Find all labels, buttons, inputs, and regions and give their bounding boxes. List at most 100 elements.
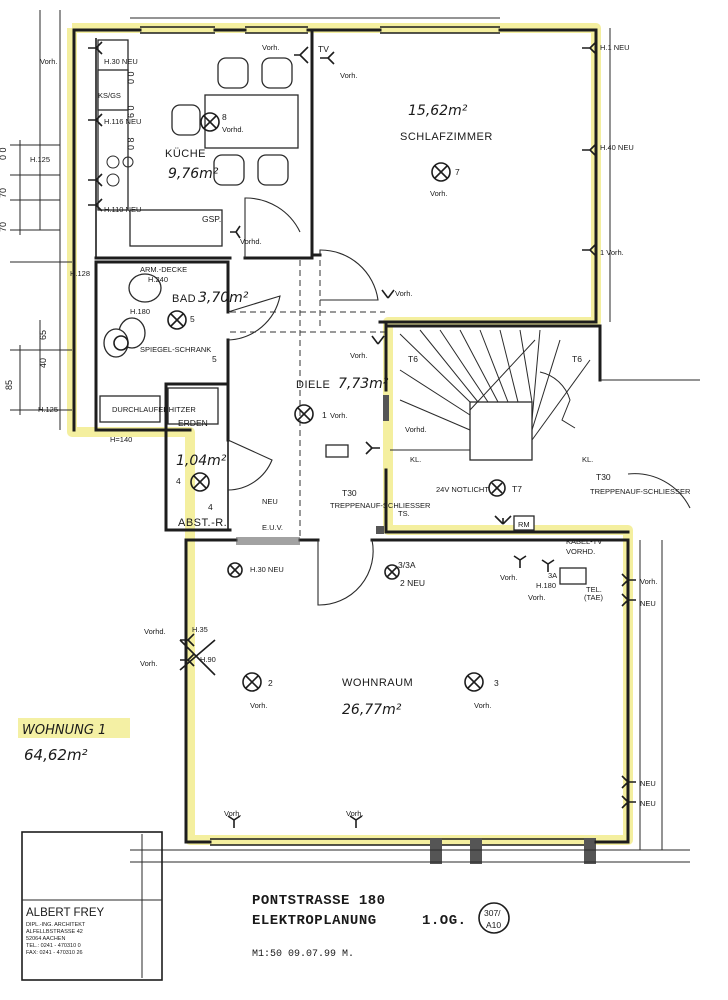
kueche-light-note: Vorhd. xyxy=(222,125,244,134)
v24-label: 24V NOTLICHT xyxy=(436,485,489,494)
kitchen-furniture xyxy=(97,39,299,247)
gsp-label: GSP. xyxy=(202,214,221,224)
bath-light-icon xyxy=(167,310,187,330)
h30-label: H.30 NEU xyxy=(250,565,284,574)
h180b-label: H.180 xyxy=(536,581,556,590)
room-area-abstellraum: 1,04m² xyxy=(176,453,227,469)
hall-light-icon xyxy=(294,404,314,424)
vorhd2-label: Vorhd. xyxy=(405,425,427,434)
architect-stamp: ALBERT FREY DIPL.-ING. ARCHITEKT ALFELLB… xyxy=(21,831,163,981)
motion-num: 3/3A xyxy=(398,560,416,570)
t6a-label: T6 xyxy=(408,354,418,364)
apartment-area: 64,62m² xyxy=(24,746,88,764)
vorh-label-7: Vorh. xyxy=(140,659,158,668)
apartment-highlight xyxy=(67,23,633,845)
dim-6: 85 xyxy=(4,380,14,390)
h1-label: 1 Vorh. xyxy=(600,248,624,257)
kueche-light-num: 8 xyxy=(222,112,227,122)
abst-light-note: 4 xyxy=(208,502,213,512)
vorh-label-6: Vorh. xyxy=(640,577,658,586)
vorh-label-4: Vorh. xyxy=(395,289,413,298)
euv-label: E.U.V. xyxy=(262,523,283,532)
motion-note: 2 NEU xyxy=(400,578,425,588)
vorh-label-2: Vorh. xyxy=(340,71,358,80)
dim-8: 6 0 xyxy=(126,105,136,118)
dim-2: 70 xyxy=(0,188,8,198)
stair-light-icon xyxy=(488,479,506,497)
wohn-light-3-num: 3 xyxy=(494,678,499,688)
living-light-3-icon xyxy=(464,672,484,692)
kl-label-2: KL. xyxy=(582,455,593,464)
erden-label: ERDEN xyxy=(178,418,208,428)
kl-label: KL. xyxy=(410,455,421,464)
staircase xyxy=(390,329,591,461)
bedroom-light-icon xyxy=(431,162,451,182)
room-area-wohnraum: 26,77m² xyxy=(342,702,402,718)
arm-decke-label: ARM.-DECKE xyxy=(140,265,187,274)
motion-light-icon xyxy=(384,564,400,580)
h140-label: H=140 xyxy=(110,435,132,444)
dim-4: 65 xyxy=(38,330,48,340)
living-light-2-icon xyxy=(242,672,262,692)
h240-label: H.240 xyxy=(148,275,168,284)
bad-light-note: 5 xyxy=(212,354,217,364)
corner-light-icon xyxy=(113,335,129,351)
apartment-label: WOHNUNG 1 64,62m² xyxy=(18,718,130,764)
h125-label: H.125 xyxy=(30,155,50,164)
trepp-schl-label: TREPPENAUF-SCHLIESSER xyxy=(590,487,691,496)
rm-label: RM xyxy=(518,520,530,529)
room-area-kueche: 9,76m² xyxy=(168,166,219,182)
title-plan-type: ELEKTROPLANUNG xyxy=(252,913,377,929)
vorhd-label: Vorhd. xyxy=(240,237,262,246)
h35-label: H.35 xyxy=(192,625,208,634)
h3a-label: 3A xyxy=(548,571,557,580)
architect-line-1: DIPL.-ING. ARCHITEKT xyxy=(26,922,86,928)
ts-label: TS. xyxy=(398,509,410,518)
room-name-kueche: KÜCHE xyxy=(165,148,206,160)
room-labels: KÜCHE 9,76m² 15,62m² SCHLAFZIMMER BAD 3,… xyxy=(165,103,492,718)
vorh-label-3: Vorh. xyxy=(40,57,58,66)
vorh-label-9: Vorh. xyxy=(346,809,364,818)
diele-light-note: Vorh. xyxy=(330,411,348,420)
diele-light-num: 1 xyxy=(322,410,327,420)
room-name-wohnraum: WOHNRAUM xyxy=(342,677,413,689)
h125-label-2: H.125 xyxy=(38,405,58,414)
room-name-diele: DIELE xyxy=(296,379,330,391)
scale-date: M1:50 09.07.99 M. xyxy=(252,949,354,960)
architect-line-2: ALFELLBSTRASSE 42 xyxy=(26,929,83,935)
h90-label: H.90 xyxy=(200,655,216,664)
title-block: PONTSTRASSE 180 ELEKTROPLANUNG 1.OG. 307… xyxy=(252,893,510,960)
abst-light-num: 4 xyxy=(176,476,181,486)
neu2-label: NEU xyxy=(640,599,656,608)
bad-light-num: 5 xyxy=(190,314,195,324)
architect-line-4: TEL.: 0241 - 470310 0 xyxy=(26,943,81,949)
kitchen-light-icon xyxy=(200,112,220,132)
walls xyxy=(39,10,700,864)
wohn-light-2-note: Vorh. xyxy=(250,701,268,710)
dim-7: 0 0 xyxy=(126,71,136,84)
wohn-light-3-note: Vorh. xyxy=(474,701,492,710)
wohn-light-2-num: 2 xyxy=(268,678,273,688)
neu-label: NEU xyxy=(640,799,656,808)
schlaf-light-note: Vorh. xyxy=(430,189,448,198)
doors xyxy=(227,197,691,606)
h128-label: H.128 xyxy=(70,269,90,278)
architect-line-5: FAX: 0241 - 470310 26 xyxy=(26,950,83,956)
room-area-schlafzimmer: 15,62m² xyxy=(408,103,468,119)
t7-label: T7 xyxy=(512,484,522,494)
schlaf-light-num: 7 xyxy=(455,167,460,177)
sheet-sub: A10 xyxy=(486,920,501,930)
vorh-label-8: Vorh. xyxy=(224,809,242,818)
durch-label: DURCHLAUFERHITZER xyxy=(112,405,196,414)
title-floor: 1.OG. xyxy=(422,913,467,929)
neu-euv-label: NEU xyxy=(262,497,278,506)
architect-name: ALBERT FREY xyxy=(26,907,105,919)
t30-label-2: T30 xyxy=(596,472,611,482)
vorh-label-11: Vorh. xyxy=(528,593,546,602)
architect-line-3: 52064 AACHEN xyxy=(26,936,65,942)
light-fixtures xyxy=(113,112,506,692)
title-street: PONTSTRASSE 180 xyxy=(252,893,386,909)
tae-label: (TAE) xyxy=(584,593,604,602)
dimension-labels: 0 0 70 70 65 40 85 0 0 6 0 0 8 xyxy=(0,71,136,390)
